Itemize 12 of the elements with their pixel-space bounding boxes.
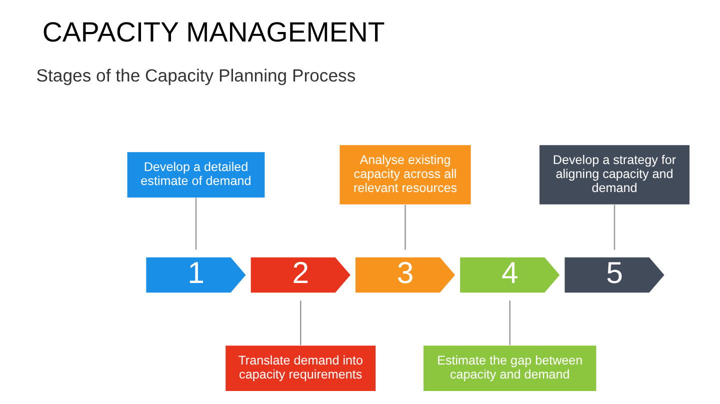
node-box: Develop a detailed estimate of demand bbox=[126, 152, 264, 197]
connector bbox=[613, 204, 615, 250]
node-box: Develop a strategy for aligning capacity and demand bbox=[539, 144, 690, 204]
node-box: Translate demand into capacity requirements bbox=[225, 345, 376, 390]
node-box: Analyse existing capacity across all relevant resources bbox=[339, 144, 470, 204]
diagram-title: CAPACITY MANAGEMENT bbox=[42, 16, 384, 47]
connector bbox=[508, 300, 510, 345]
node-box: Estimate the gap between capacity and demand bbox=[423, 345, 596, 390]
connector bbox=[300, 300, 301, 345]
connector bbox=[404, 204, 406, 250]
connector bbox=[194, 197, 196, 250]
label: Stages of the Capacity Planning Process bbox=[36, 65, 356, 86]
